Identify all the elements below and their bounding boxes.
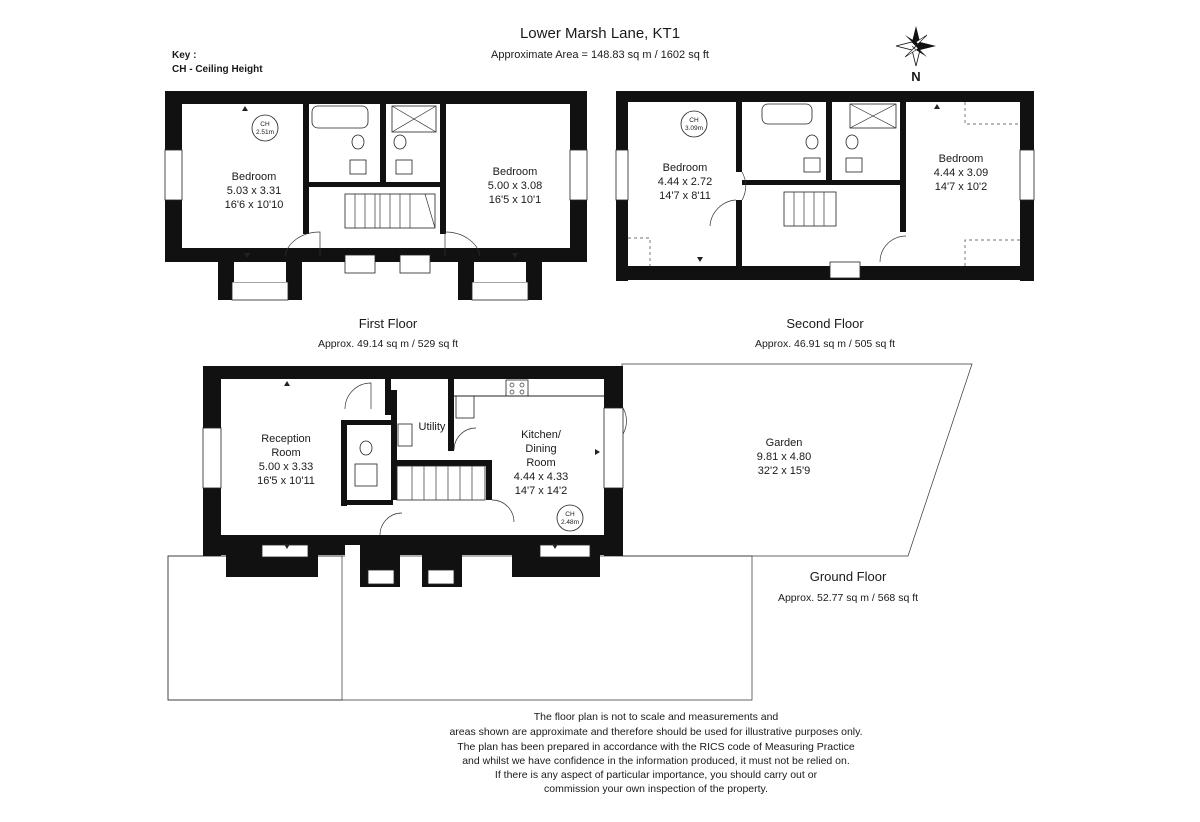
reception-name-2: Room <box>271 447 300 459</box>
kitchen-imperial: 14'7 x 14'2 <box>515 485 568 497</box>
reception-imperial: 16'5 x 10'11 <box>257 475 315 487</box>
first-floor-area: Approx. 49.14 sq m / 529 sq ft <box>318 338 458 350</box>
ch-label-ground: CH <box>565 511 575 518</box>
second-bedroom-1-name: Bedroom <box>663 162 708 174</box>
ground-floor-area: Approx. 52.77 sq m / 568 sq ft <box>778 592 918 604</box>
second-bedroom-2-name: Bedroom <box>939 153 984 165</box>
second-bedroom-1-metric: 4.44 x 2.72 <box>658 176 712 188</box>
disclaimer: The floor plan is not to scale and measu… <box>449 711 862 795</box>
page-title: Lower Marsh Lane, KT1 <box>520 25 680 42</box>
kitchen-name-1: Kitchen/ <box>521 429 562 441</box>
reception-metric: 5.00 x 3.33 <box>259 461 313 473</box>
key-item: CH - Ceiling Height <box>172 64 263 75</box>
kitchen-name-3: Room <box>526 457 555 469</box>
kitchen-name-2: Dining <box>525 443 556 455</box>
disclaimer-line: The floor plan is not to scale and measu… <box>534 711 779 723</box>
first-bedroom-1-metric: 5.03 x 3.31 <box>227 185 281 197</box>
first-bedroom-1-name: Bedroom <box>232 171 277 183</box>
disclaimer-line: The plan has been prepared in accordance… <box>457 741 855 753</box>
disclaimer-line: If there is any aspect of particular imp… <box>495 769 818 781</box>
ch-label-first: CH <box>260 121 270 128</box>
second-bedroom-2-imperial: 14'7 x 10'2 <box>935 181 988 193</box>
ch-value-first: 2.51m <box>256 129 274 136</box>
second-bedroom-2-metric: 4.44 x 3.09 <box>934 167 988 179</box>
garden-imperial: 32'2 x 15'9 <box>758 465 811 477</box>
first-bedroom-2-metric: 5.00 x 3.08 <box>488 180 542 192</box>
first-bedroom-1-imperial: 16'6 x 10'10 <box>225 199 284 211</box>
ch-value-ground: 2.48m <box>561 519 579 526</box>
ground-floor-name: Ground Floor <box>810 569 887 584</box>
kitchen-metric: 4.44 x 4.33 <box>514 471 568 483</box>
reception-name-1: Reception <box>261 433 311 445</box>
stairs-icon <box>344 193 436 229</box>
first-floor-plan: CH 2.51m Bedroom 5.03 x 3.31 16'6 x 10'1… <box>164 91 588 301</box>
compass-icon <box>895 26 936 67</box>
second-bedroom-1-imperial: 14'7 x 8'11 <box>659 190 711 202</box>
compass-label: N <box>911 69 920 84</box>
disclaimer-line: areas shown are approximate and therefor… <box>449 726 862 738</box>
ch-value-second: 3.09m <box>685 125 703 132</box>
total-area: Approximate Area = 148.83 sq m / 1602 sq… <box>491 49 709 61</box>
ground-floor-plan: CH 2.48m Reception Room 5.00 x 3.33 16'5… <box>167 363 973 701</box>
stairs-icon <box>396 465 486 501</box>
garden-metric: 9.81 x 4.80 <box>757 451 811 463</box>
disclaimer-line: commission your own inspection of the pr… <box>544 783 768 795</box>
first-bedroom-2-name: Bedroom <box>493 166 538 178</box>
stairs-icon <box>783 191 837 227</box>
garden-name: Garden <box>766 437 803 449</box>
ch-label-second: CH <box>689 117 699 124</box>
second-floor-name: Second Floor <box>786 316 864 331</box>
second-floor-area: Approx. 46.91 sq m / 505 sq ft <box>755 338 895 350</box>
disclaimer-line: and whilst we have confidence in the inf… <box>462 755 850 767</box>
first-bedroom-2-imperial: 16'5 x 10'1 <box>489 194 542 206</box>
second-floor-plan: CH 3.09m Bedroom 4.44 x 2.72 14'7 x 8'11… <box>615 91 1035 281</box>
utility-name: Utility <box>419 421 446 433</box>
first-floor-name: First Floor <box>359 316 418 331</box>
key-heading: Key : <box>172 50 196 61</box>
